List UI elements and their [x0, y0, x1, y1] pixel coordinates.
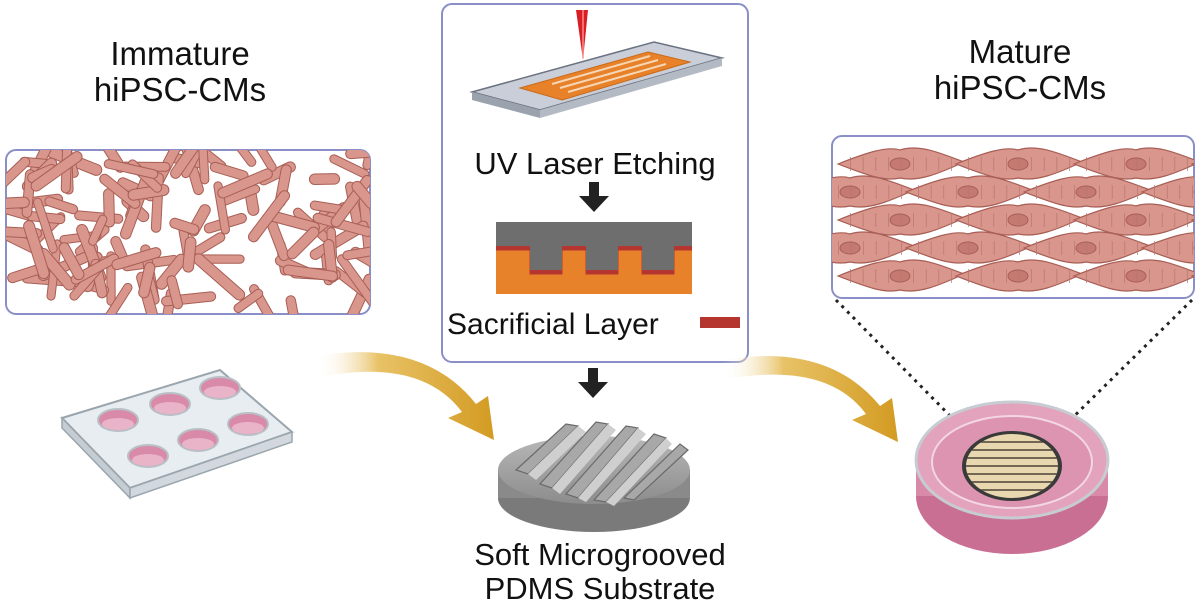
immature-cell — [233, 288, 264, 314]
cell-nucleus — [1007, 157, 1029, 171]
immature-cell — [182, 236, 197, 273]
sacrificial-swatch — [700, 317, 740, 328]
mature-cells-panel — [831, 135, 1195, 299]
substrate-label-line1: Soft Microgrooved — [474, 537, 726, 572]
immature-label-line2: hiPSC-CMs — [93, 71, 267, 108]
immature-cell — [6, 196, 30, 210]
immature-cell — [345, 150, 370, 160]
immature-cell — [251, 150, 277, 172]
immature-cells-cluster — [6, 150, 370, 314]
immature-cell — [285, 295, 301, 314]
immature-cell — [111, 247, 162, 271]
immature-cell — [99, 173, 141, 209]
cell-nucleus — [957, 185, 979, 199]
cell-nucleus — [1007, 213, 1029, 227]
mature-label-line2: hiPSC-CMs — [933, 69, 1107, 106]
cell-nucleus — [1007, 269, 1029, 283]
mature-cell — [1140, 175, 1194, 208]
cell-nucleus — [839, 185, 861, 199]
immature-cells-panel — [5, 149, 371, 315]
cell-nucleus — [1075, 185, 1097, 199]
pdms-substrate-icon — [498, 421, 690, 532]
immature-cell — [169, 217, 200, 235]
curved-arrow-icon — [722, 356, 898, 442]
cell-nucleus — [889, 269, 911, 283]
immature-cell — [308, 173, 341, 186]
zoom-line-left — [834, 298, 968, 434]
immature-cell — [282, 264, 339, 282]
immature-cell — [23, 220, 50, 280]
immature-cell — [170, 150, 205, 179]
sacrificial-label: Sacrificial Layer — [447, 308, 659, 341]
immature-cell — [103, 159, 159, 179]
immature-cell — [58, 242, 85, 281]
substrate-label: Soft Microgrooved PDMS Substrate — [440, 538, 760, 606]
curved-arrow-icon — [316, 352, 494, 440]
zoom-line-right — [1056, 298, 1194, 434]
cell-nucleus — [889, 213, 911, 227]
immature-cell — [286, 226, 320, 260]
immature-cell — [138, 261, 156, 299]
immature-cell — [166, 275, 183, 310]
sacrificial-cross-section — [496, 222, 692, 294]
cell-nucleus — [1125, 157, 1147, 171]
immature-cell — [342, 245, 370, 261]
cell-nucleus — [839, 241, 861, 255]
fabrication-process-panel: UV Laser Etching Sacrificial Layer — [441, 3, 749, 363]
laser-slide-icon — [469, 10, 725, 118]
immature-cell — [33, 197, 58, 254]
immature-cell — [351, 180, 370, 209]
immature-label: Immature hiPSC-CMs — [40, 36, 320, 108]
immature-cell — [88, 214, 108, 246]
cell-nucleus — [1125, 269, 1147, 283]
well-plate-icon — [60, 368, 294, 500]
immature-cell — [217, 168, 273, 199]
immature-cell — [6, 156, 31, 190]
substrate-label-line2: PDMS Substrate — [484, 571, 716, 606]
immature-label-line1: Immature — [110, 35, 250, 72]
mature-cell — [1140, 231, 1194, 264]
petri-dish-icon — [914, 400, 1110, 554]
cell-nucleus — [957, 241, 979, 255]
mature-cells-cluster — [832, 147, 1194, 292]
uv-laser-label: UV Laser Etching — [474, 146, 715, 181]
immature-cell — [197, 150, 210, 185]
down-arrow-icon — [579, 182, 609, 212]
mature-label: Mature hiPSC-CMs — [880, 34, 1160, 106]
cell-nucleus — [1125, 213, 1147, 227]
immature-cell — [99, 282, 133, 314]
immature-cell — [30, 151, 83, 192]
cell-nucleus — [889, 157, 911, 171]
immature-cell — [44, 196, 79, 215]
immature-cell — [247, 190, 291, 243]
immature-cell — [233, 150, 257, 167]
mature-label-line1: Mature — [968, 33, 1072, 70]
down-arrow-icon — [578, 368, 608, 398]
immature-cell — [336, 254, 370, 309]
cell-nucleus — [1075, 241, 1097, 255]
